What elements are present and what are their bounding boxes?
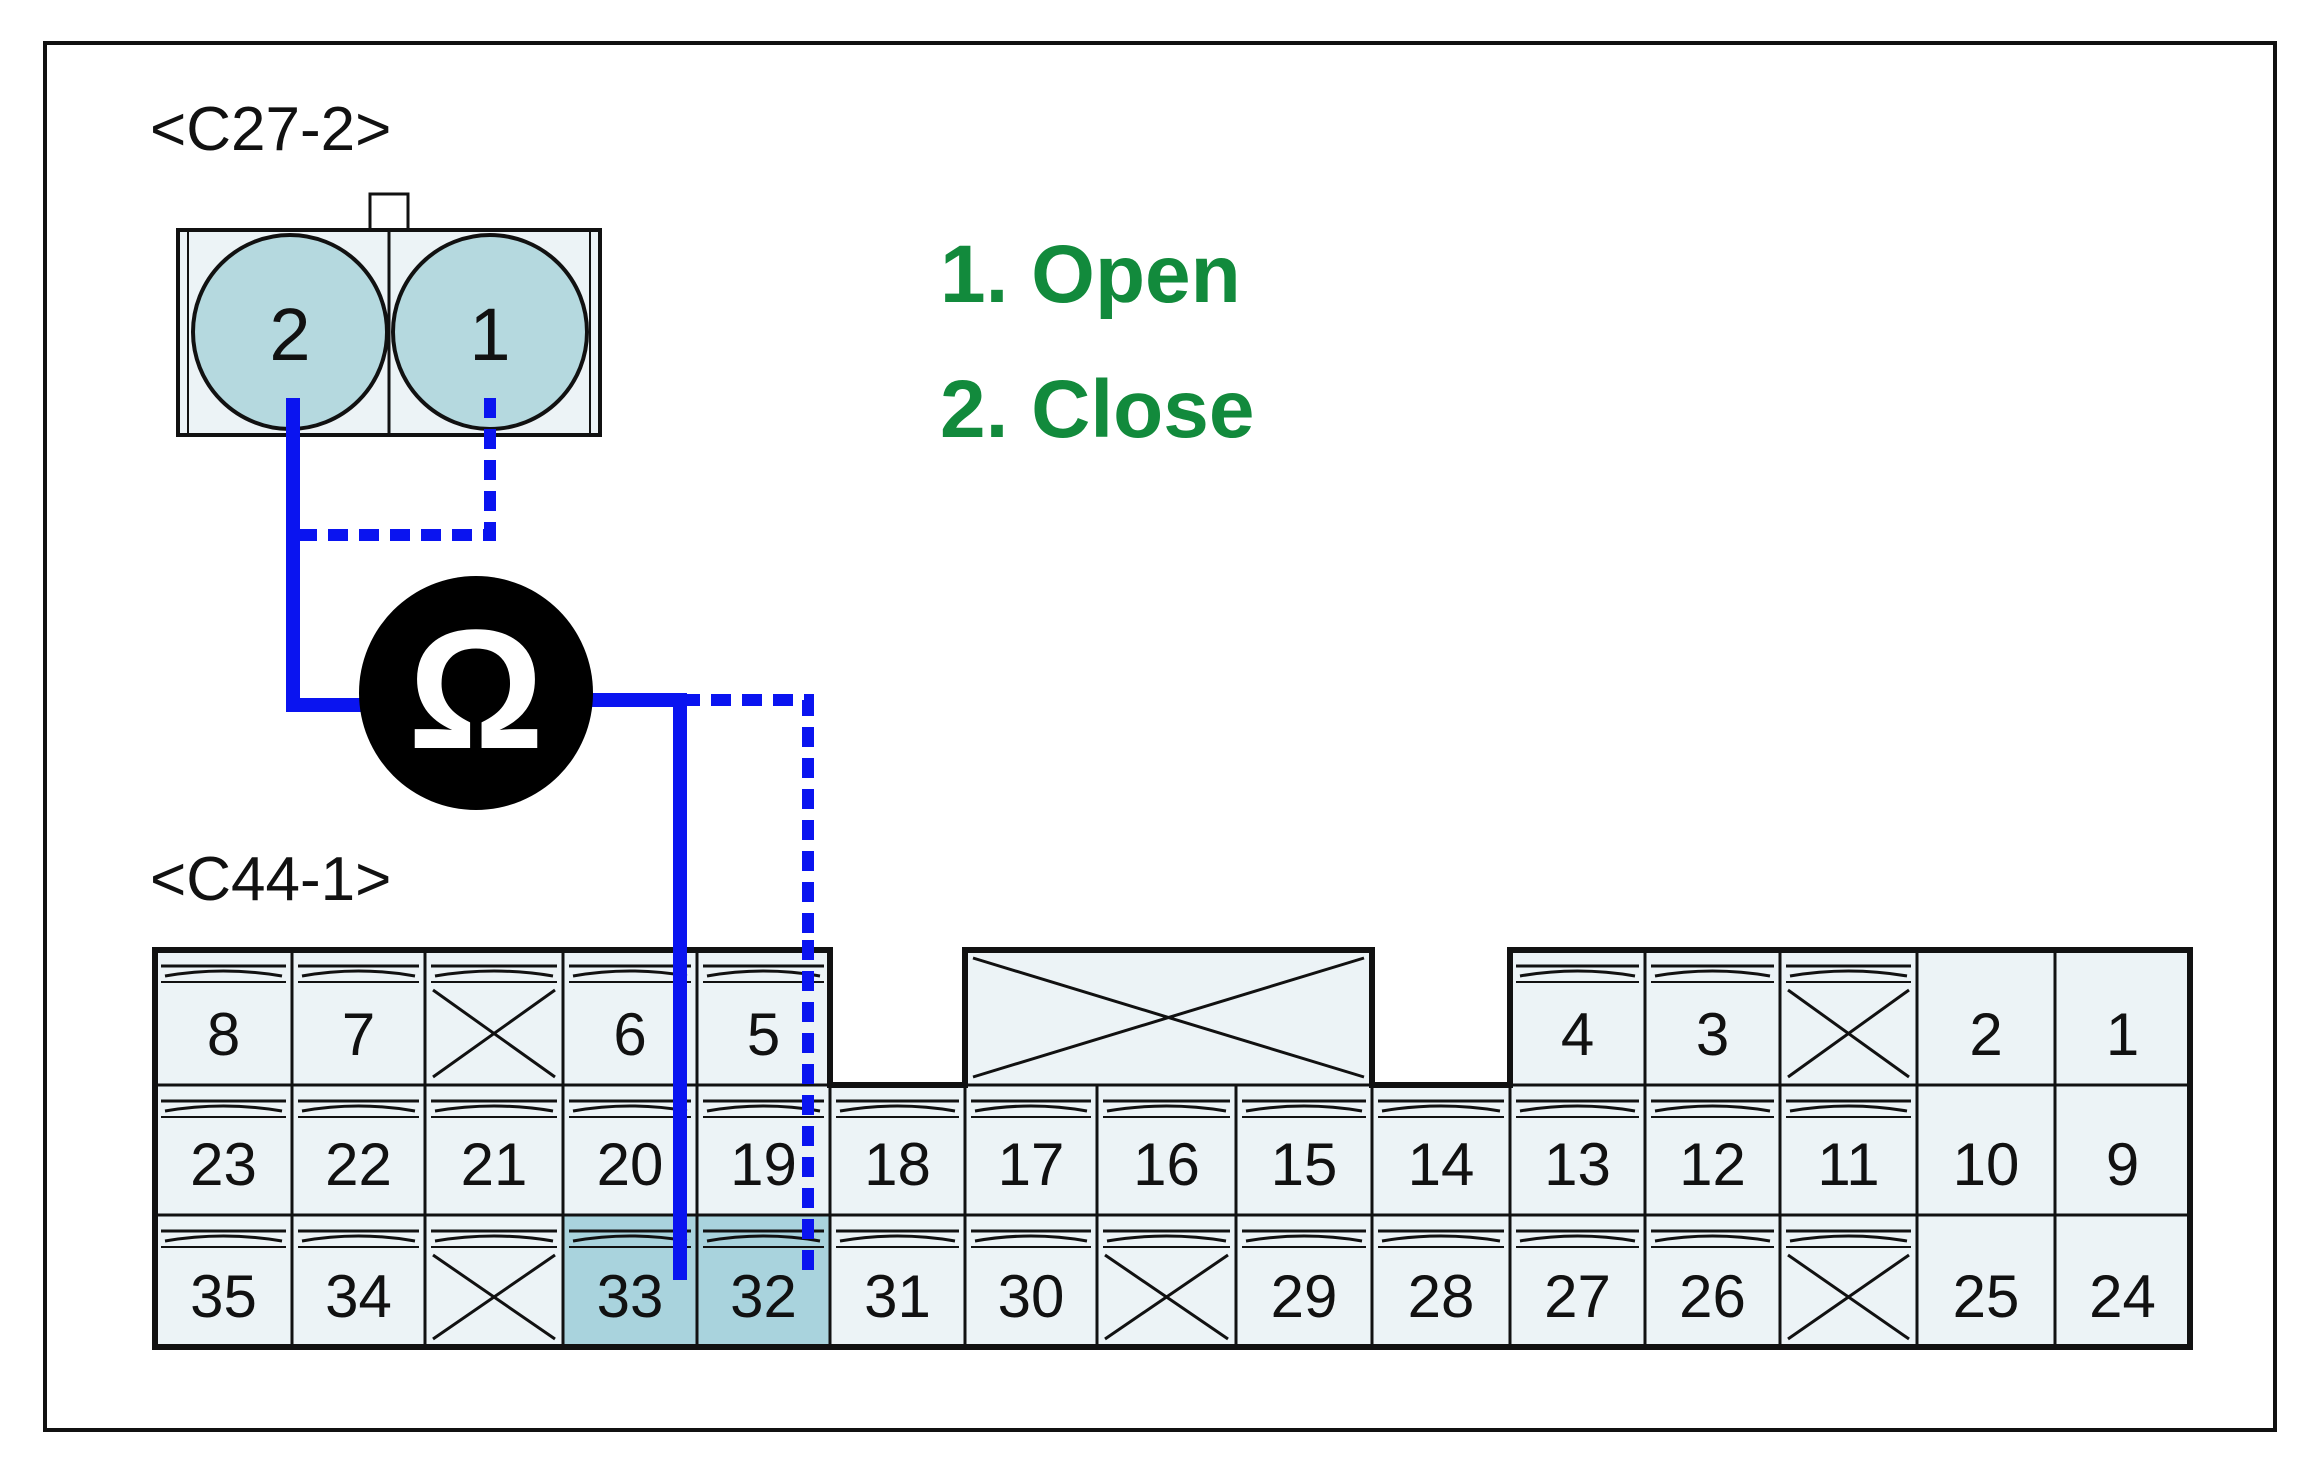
pin-label-32: 32: [730, 1263, 797, 1330]
pin-latch-curve: [839, 1234, 956, 1243]
pin-latch-curve: [301, 1104, 416, 1113]
pin-latch-curve: [1381, 1104, 1501, 1113]
pin-latch-curve: [1519, 1104, 1636, 1113]
pin-label-31: 31: [864, 1263, 931, 1330]
pin-latch-curve: [1106, 1104, 1227, 1113]
pin-label-5: 5: [747, 1001, 780, 1068]
pin-latch-curve: [434, 1234, 554, 1243]
pin-cell-2: [1915, 948, 2057, 1087]
pin-latch-curve: [1654, 969, 1771, 978]
pin-label-4: 4: [1561, 1001, 1594, 1068]
pin-cell-27: [1508, 1213, 1647, 1349]
pin-label-16: 16: [1133, 1131, 1200, 1198]
connector-c44-1-title: <C44-1>: [150, 845, 391, 914]
pin-label-28: 28: [1408, 1263, 1475, 1330]
ohmmeter: Ω: [359, 576, 593, 810]
connector-c27-2: <C27-2> 2 1: [150, 95, 602, 437]
pin-latch-curve: [1789, 1104, 1908, 1113]
ohmmeter-icon: [359, 576, 593, 810]
terminal-1-label: 1: [469, 293, 510, 376]
pin-label-17: 17: [998, 1131, 1065, 1198]
pin-latch-curve: [164, 1104, 283, 1113]
pin-latch-curve: [164, 1234, 283, 1243]
pin-cell-25: [1915, 1213, 2057, 1349]
pin-label-1: 1: [2106, 1001, 2139, 1068]
pin-label-35: 35: [190, 1263, 257, 1330]
ohm-symbol: Ω: [408, 595, 544, 785]
empty-cavity-cross: [1104, 1253, 1229, 1341]
pin-label-21: 21: [461, 1131, 528, 1198]
pin-cell-10: [1915, 1083, 2057, 1217]
pin-label-29: 29: [1271, 1263, 1338, 1330]
pin-label-7: 7: [342, 1001, 375, 1068]
empty-cavity-cross: [1787, 988, 1910, 1079]
pin-label-9: 9: [2106, 1131, 2139, 1198]
pin-latch-curve: [301, 969, 416, 978]
pin-label-26: 26: [1679, 1263, 1746, 1330]
pin-label-25: 25: [1953, 1263, 2020, 1330]
empty-cavity-cross: [432, 1253, 556, 1341]
terminal-2-label: 2: [269, 293, 310, 376]
pin-latch-curve: [1519, 1234, 1636, 1243]
pin-latch-curve: [839, 1104, 956, 1113]
pin-latch-curve: [974, 1234, 1088, 1243]
legend-close: 2. Close: [940, 364, 1254, 455]
pin-label-12: 12: [1679, 1131, 1746, 1198]
pin-label-11: 11: [1817, 1131, 1879, 1198]
pin-latch-curve: [1381, 1234, 1501, 1243]
pin-latch-curve: [974, 1104, 1088, 1113]
pin-label-23: 23: [190, 1131, 257, 1198]
pin-latch-curve: [434, 969, 554, 978]
pin-latch-curve: [1106, 1234, 1227, 1243]
pin-cell-9: [2053, 1083, 2192, 1217]
pin-label-2: 2: [1969, 1001, 2002, 1068]
wire-dotted-upper: [293, 398, 496, 541]
pin-label-24: 24: [2089, 1263, 2156, 1330]
pin-label-33: 33: [597, 1263, 664, 1330]
pin-label-14: 14: [1408, 1131, 1475, 1198]
pin-label-3: 3: [1696, 1001, 1729, 1068]
pin-label-6: 6: [613, 1001, 646, 1068]
pin-latch-curve: [1654, 1104, 1771, 1113]
empty-cavity-cross: [972, 956, 1365, 1079]
pin-latch-curve: [1519, 969, 1636, 978]
pin-label-22: 22: [325, 1131, 392, 1198]
pin-latch-curve: [164, 969, 283, 978]
pin-latch-curve: [301, 1234, 416, 1243]
pin-latch-curve: [1789, 1234, 1908, 1243]
pin-label-20: 20: [597, 1131, 664, 1198]
pin-latch-curve: [434, 1104, 554, 1113]
wire-solid-upper: [286, 398, 365, 712]
pin-label-13: 13: [1544, 1131, 1611, 1198]
pin-latch-curve: [1245, 1104, 1363, 1113]
pin-label-34: 34: [325, 1263, 392, 1330]
empty-cavity-cross: [432, 988, 556, 1079]
connector-c44-1-outline: [152, 947, 2193, 1350]
wiring-overlay: [673, 940, 814, 1280]
pin-label-10: 10: [1953, 1131, 2020, 1198]
pin-latch-curve: [1245, 1234, 1363, 1243]
pin-label-30: 30: [998, 1263, 1065, 1330]
pin-latch-curve: [1654, 1234, 1771, 1243]
pin-latch-curve: [706, 1234, 821, 1243]
pin-latch-curve: [1789, 969, 1908, 978]
connector-c27-2-lock-tab: [368, 192, 410, 232]
pin-label-15: 15: [1271, 1131, 1338, 1198]
pin-label-27: 27: [1544, 1263, 1611, 1330]
pin-label-18: 18: [864, 1131, 931, 1198]
connector-c27-2-title: <C27-2>: [150, 95, 391, 164]
empty-cavity-cross: [1787, 1253, 1910, 1341]
pin-label-8: 8: [207, 1001, 240, 1068]
legend-open: 1. Open: [940, 229, 1241, 320]
pin-label-19: 19: [730, 1131, 797, 1198]
